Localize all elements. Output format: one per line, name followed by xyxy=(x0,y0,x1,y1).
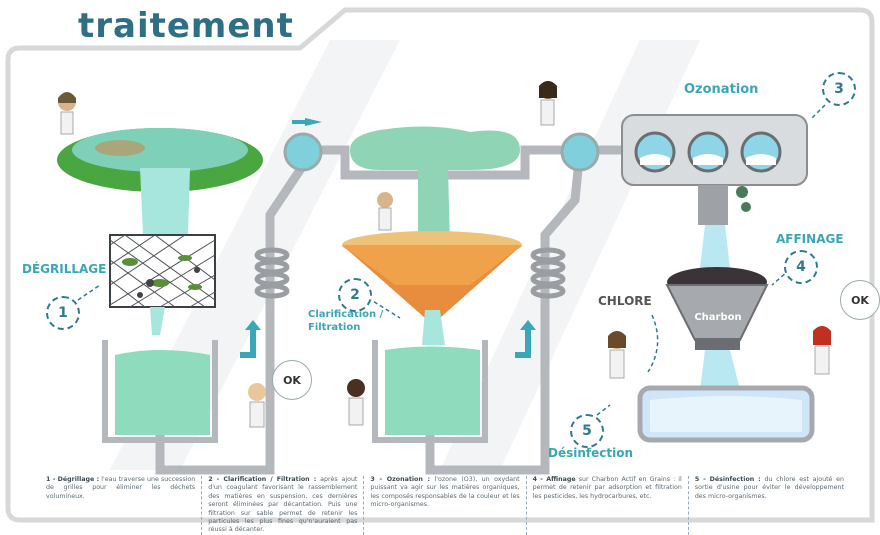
legend-step-4: 4 - Affinage sur Charbon Actif en Grains… xyxy=(527,476,689,535)
step-number-2: 2 xyxy=(338,278,372,312)
waterfall xyxy=(140,168,190,235)
step-number-4: 4 xyxy=(784,250,818,284)
frame-border xyxy=(5,7,875,523)
coil xyxy=(254,247,566,299)
legend-step-1: 1 - Dégrillage : l'eau traverse une succ… xyxy=(40,476,203,535)
technician-figure xyxy=(58,92,76,135)
speech-bubble-ok: OK xyxy=(272,360,312,400)
legend-step-2: 2 - Clarification / Filtration : après a… xyxy=(202,476,365,535)
tank xyxy=(372,340,488,443)
technician-figure xyxy=(813,326,831,375)
label-charbon: Charbon xyxy=(694,312,742,323)
label-clarification: Clarification / Filtration xyxy=(308,309,384,333)
connector-sphere xyxy=(560,132,600,172)
technician-figure xyxy=(539,81,557,126)
legend-columns: 1 - Dégrillage : l'eau traverse une succ… xyxy=(40,476,850,535)
label-chlore: Chlore xyxy=(598,294,652,308)
speech-bubble-ok: OK xyxy=(840,280,880,320)
legend-step-5: 5 - Désinfection : du chlore est ajouté … xyxy=(694,476,845,500)
label-desinfection: Désinfection xyxy=(548,446,634,460)
technician-figure xyxy=(248,383,266,428)
connector-sphere xyxy=(283,132,323,172)
label-degrillage: Dégrillage xyxy=(22,262,107,276)
label-ozonation: Ozonation xyxy=(684,82,759,97)
tank xyxy=(102,340,218,443)
step-number-5: 5 xyxy=(570,414,604,448)
technician-figure xyxy=(377,192,393,231)
label-affinage: Affinage xyxy=(776,232,844,246)
page-title: traitement xyxy=(78,6,294,46)
technician-figure xyxy=(347,379,365,426)
step-number-1: 1 xyxy=(46,296,80,330)
flow-arrows xyxy=(240,118,536,358)
decanter-top xyxy=(350,126,520,170)
legend-step-3: 3 - Ozonation : l'ozone (O3), un oxydant… xyxy=(364,476,527,535)
step-number-3: 3 xyxy=(822,72,856,106)
label-connectors xyxy=(77,104,826,416)
technician-figure xyxy=(608,331,626,379)
